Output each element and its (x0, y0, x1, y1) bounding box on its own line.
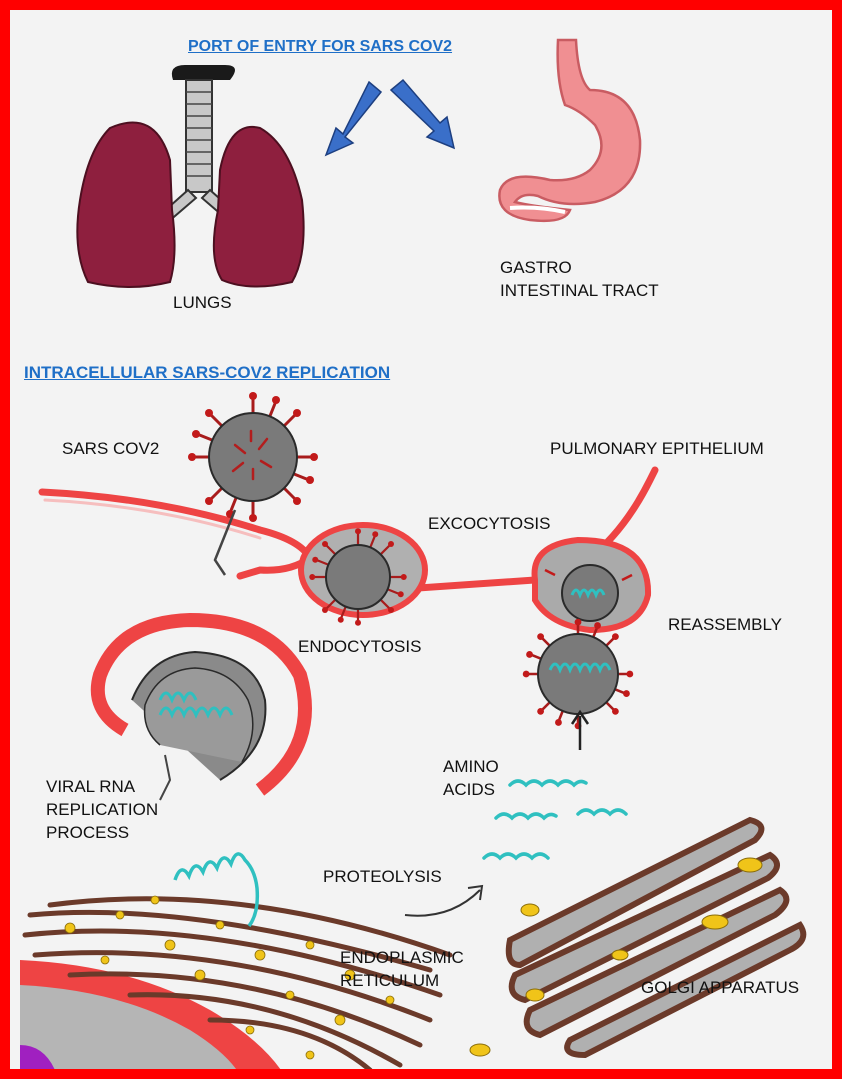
illustration (10, 10, 842, 1079)
stomach-icon (499, 40, 640, 221)
reassembled-virus (523, 619, 634, 730)
nucleus (20, 960, 290, 1079)
lungs-icon (77, 65, 303, 287)
arrow-to-gi (391, 80, 454, 148)
label-amino-line2: ACIDS (443, 779, 495, 800)
label-lungs: LUNGS (173, 292, 232, 313)
label-gi-line1: GASTRO (500, 257, 572, 278)
arrow-to-lungs (326, 82, 381, 155)
exocytosis-vesicle (535, 540, 649, 630)
label-endocytosis: ENDOCYTOSIS (298, 636, 421, 657)
free-virus (188, 392, 318, 522)
rna-coil (175, 854, 257, 926)
heading-replication: INTRACELLULAR SARS-COV2 REPLICATION (24, 363, 390, 383)
entry-arrows (326, 80, 454, 155)
endosome (98, 620, 305, 790)
label-rna-line3: PROCESS (46, 822, 129, 843)
label-er-line2: RETICULUM (340, 970, 439, 991)
golgi-apparatus (509, 820, 804, 1055)
label-exocytosis: EXCOCYTOSIS (428, 513, 551, 534)
label-amino-line1: AMINO (443, 756, 499, 777)
label-proteolysis: PROTEOLYSIS (323, 866, 442, 887)
heading-port-of-entry: PORT OF ENTRY FOR SARS COV2 (188, 38, 452, 56)
label-pulmonary-epithelium: PULMONARY EPITHELIUM (550, 438, 764, 459)
label-rna-line1: VIRAL RNA (46, 776, 135, 797)
label-rna-line2: REPLICATION (46, 799, 158, 820)
label-sars-cov2: SARS COV2 (62, 438, 159, 459)
amino-acid-chains (484, 781, 626, 858)
endocytosis-vesicle (301, 525, 425, 626)
label-er-line1: ENDOPLASMIC (340, 947, 464, 968)
label-gi-line2: INTESTINAL TRACT (500, 280, 659, 301)
label-golgi: GOLGI APPARATUS (641, 977, 799, 998)
label-reassembly: REASSEMBLY (668, 614, 782, 635)
